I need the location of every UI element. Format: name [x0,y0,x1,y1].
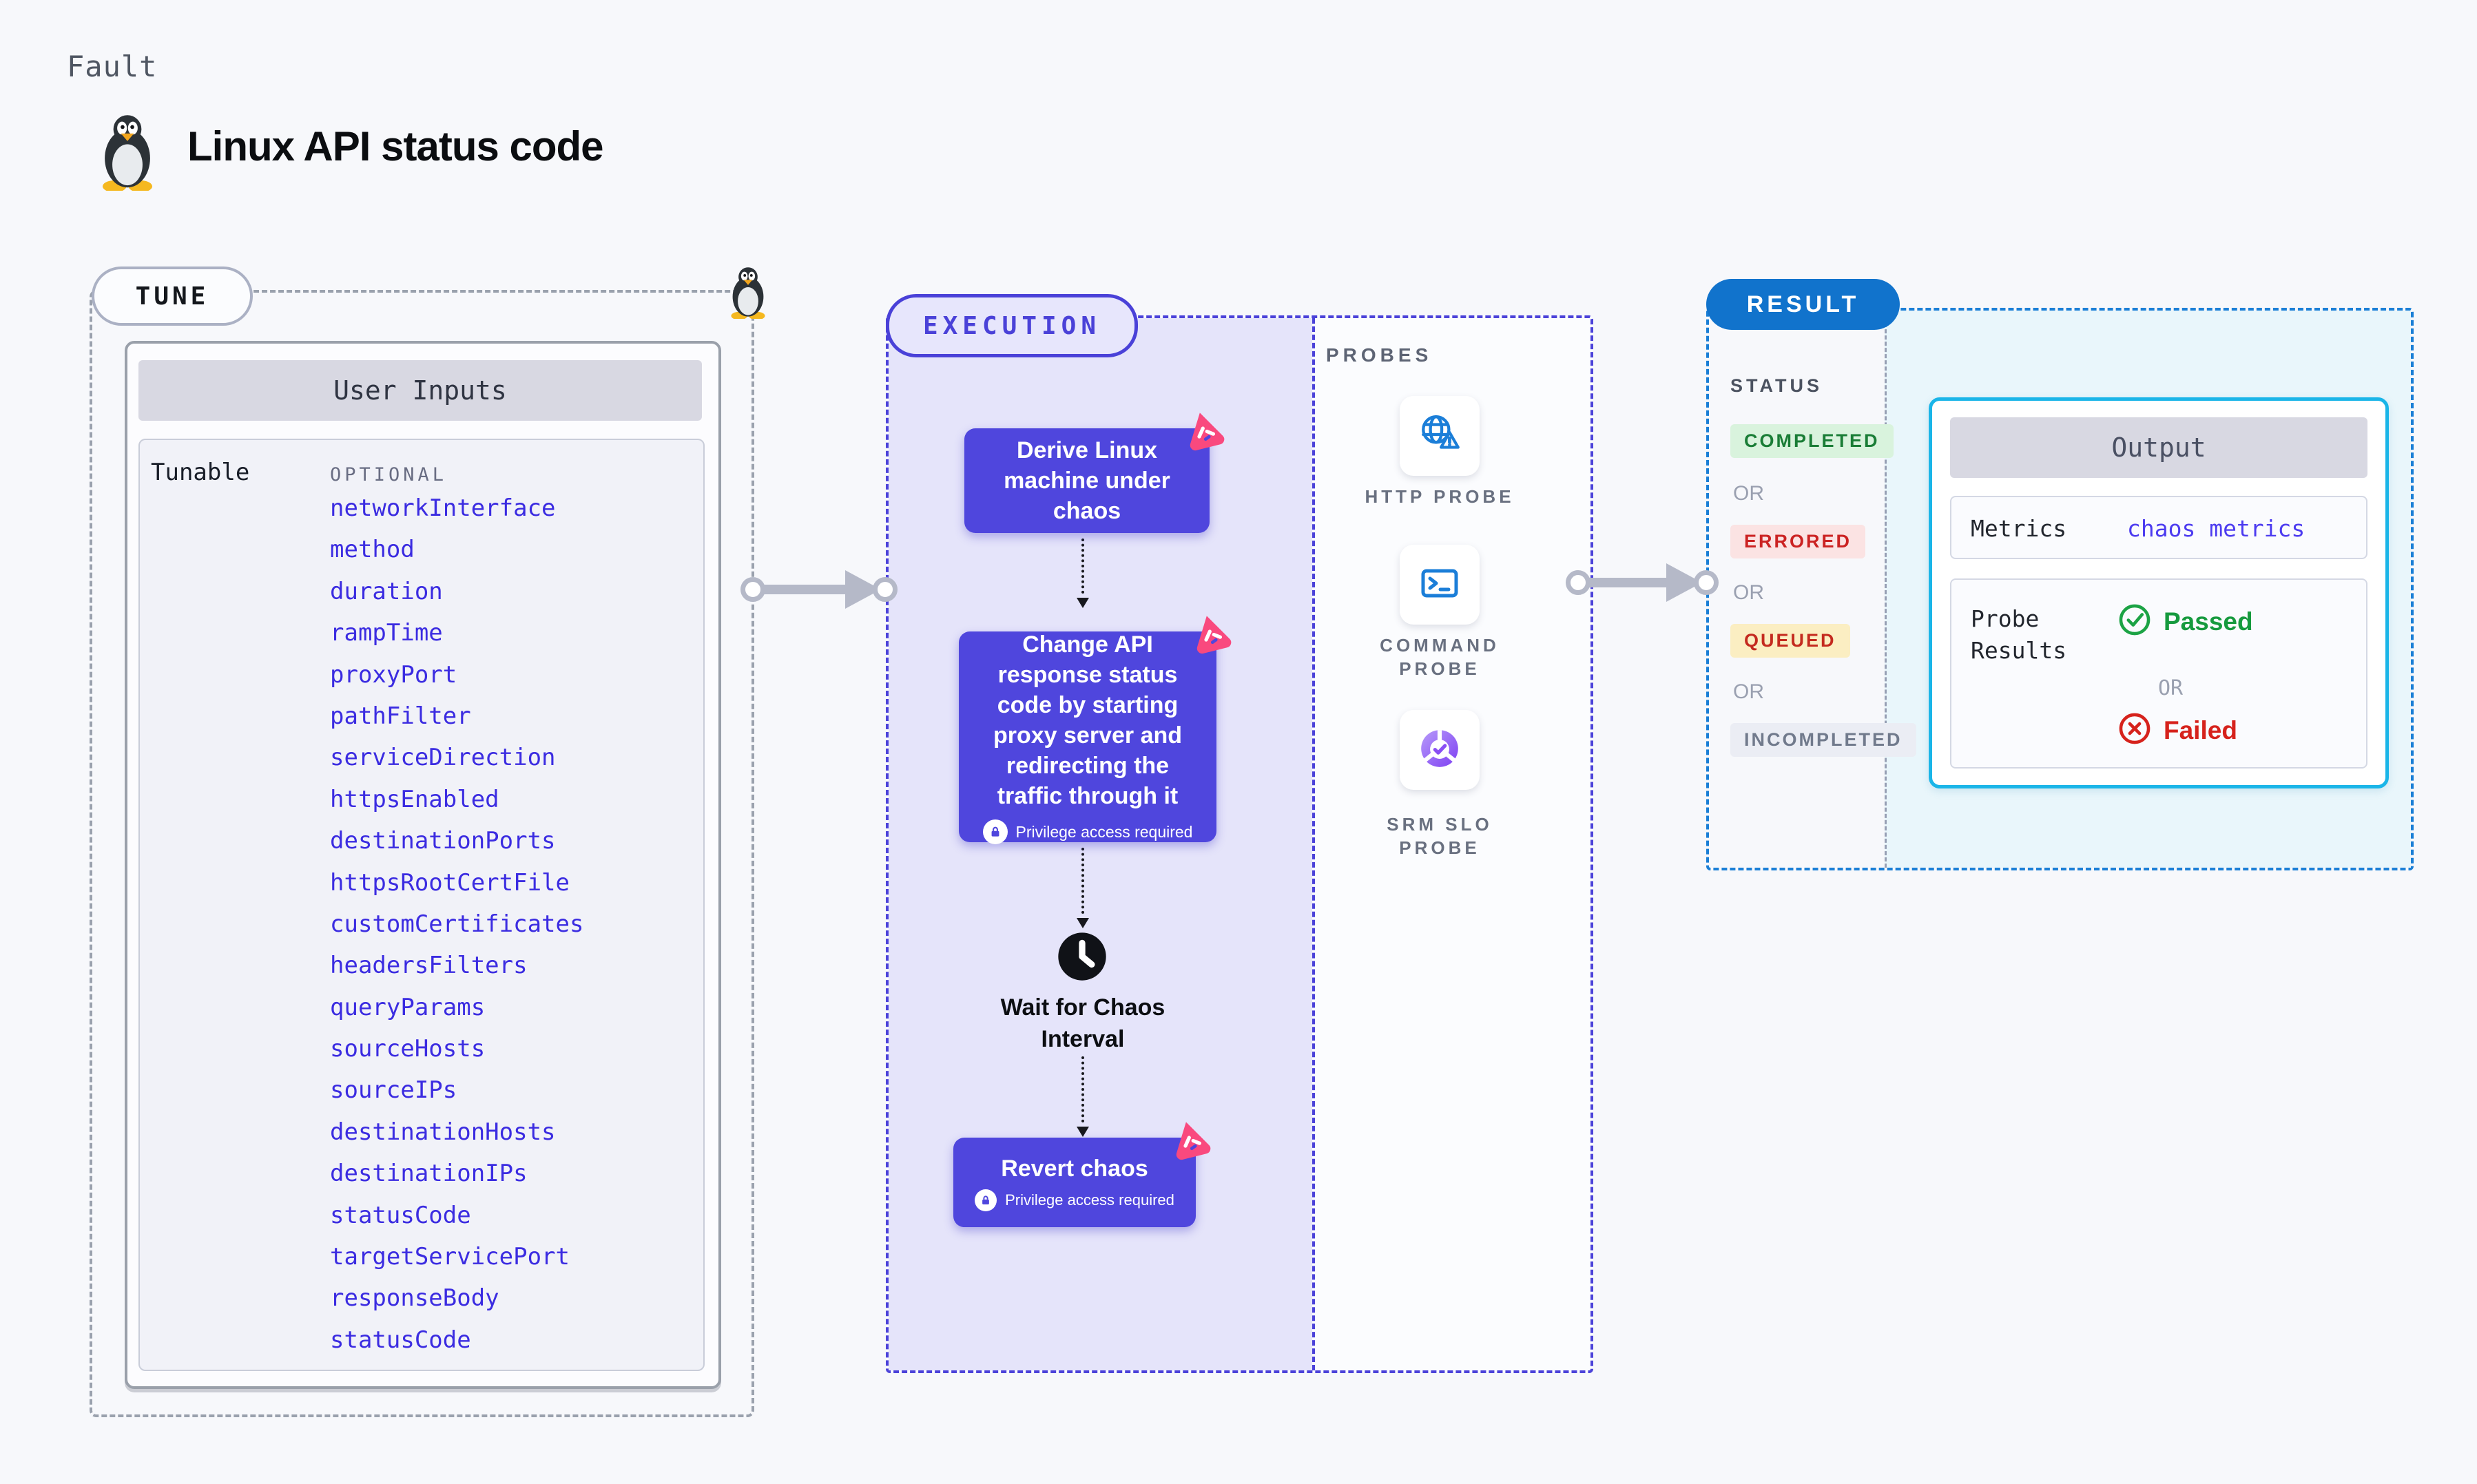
tunable-link[interactable]: responseBody [330,1284,499,1313]
terminal-icon [1418,561,1462,609]
privilege-note: Privilege access required [975,1189,1174,1211]
tunable-link[interactable]: targetServicePort [330,1243,570,1271]
status-heading: STATUS [1730,375,1823,396]
step-label: Revert chaos [1001,1156,1148,1182]
metrics-label: Metrics [1971,515,2067,542]
status-badge-incompleted: INCOMPLETED [1730,723,1916,757]
privilege-label: Privilege access required [1005,1191,1174,1209]
result-pill: RESULT [1706,279,1900,330]
tunable-link[interactable]: method [330,536,415,564]
tunable-link[interactable]: headersFilters [330,952,528,980]
optional-column-label: OPTIONAL [330,464,448,485]
privilege-label: Privilege access required [1015,822,1193,841]
status-badge-completed: COMPLETED [1730,424,1894,458]
step-derive-machine: Derive Linux machine under chaos [964,412,1225,533]
status-output-divider [1885,311,1887,868]
tunable-link[interactable]: destinationHosts [330,1118,556,1146]
privilege-note: Privilege access required [982,819,1193,844]
page-title: Linux API status code [187,123,604,169]
tunable-link[interactable]: statusCode [330,1326,471,1354]
tunable-link[interactable]: pathFilter [330,702,471,730]
step-change-status-code: Change API response status code by start… [959,616,1232,844]
globe-alert-icon [1417,412,1462,461]
fault-kind-label: Fault [67,50,158,83]
linux-penguin-icon-small [726,266,770,322]
tunable-link[interactable]: sourceIPs [330,1076,457,1105]
tunable-link[interactable]: statusCode [330,1201,471,1229]
chaos-logo-icon [1179,405,1230,455]
passed-label: Passed [2164,607,2253,636]
tunable-link[interactable]: httpsRootCertFile [330,868,570,897]
metrics-row: Metrics chaos metrics [1950,496,2367,559]
tunable-link[interactable]: rampTime [330,619,443,647]
tune-pill: TUNE [92,267,253,326]
wait-for-chaos-label: Wait for Chaos Interval [1000,994,1165,1052]
http-probe-label: HTTP PROBE [1365,486,1515,507]
tunable-link[interactable]: destinationPorts [330,827,556,855]
tunable-link[interactable]: sourceHosts [330,1035,486,1063]
tunable-link[interactable]: destinationIPs [330,1160,528,1188]
linux-penguin-icon [95,113,160,194]
flow-arrowhead [1077,1127,1089,1137]
output-title: Output [1950,417,2367,478]
chaos-logo-icon [1165,1114,1216,1164]
failed-label: Failed [2164,715,2237,744]
status-badge-errored: ERRORED [1730,525,1866,558]
tune-to-execution-arrow [740,570,898,609]
check-circle-icon [2117,602,2153,641]
user-inputs-title: User Inputs [138,360,702,421]
flow-connector [1081,848,1084,914]
tunable-row-label: Tunable [151,459,250,486]
flow-arrowhead [1077,598,1089,608]
tunable-link[interactable]: httpsEnabled [330,785,499,813]
tunable-link[interactable]: proxyPort [330,660,457,689]
flow-connector [1081,1056,1084,1122]
or-separator: OR [2158,676,2184,700]
step-label: Derive Linux machine under chaos [1004,437,1170,524]
probe-results-label: Probe Results [1971,605,2067,664]
tunables-box [138,439,705,1371]
or-separator: OR [1733,680,1764,703]
lock-icon [975,1189,997,1211]
tunables-list: networkInterface method duration rampTim… [330,488,702,1361]
command-probe-label: COMMAND PROBE [1380,635,1500,679]
tunable-link[interactable]: serviceDirection [330,744,556,772]
probe-results-row: Probe Results Passed OR [1950,578,2367,769]
chaos-metrics-link[interactable]: chaos metrics [2127,515,2305,542]
tunable-link[interactable]: customCertificates [330,910,584,938]
command-probe-card[interactable] [1400,545,1480,625]
probe-failed-indicator: Failed [2117,711,2237,750]
x-circle-icon [2117,711,2153,750]
flow-connector [1081,539,1084,594]
srm-slo-probe-card[interactable] [1400,710,1480,790]
flow-arrowhead [1077,918,1089,928]
clock-icon [1057,931,1108,982]
tune-section-outline [90,290,754,1417]
chaos-logo-icon [1186,608,1236,658]
execution-to-result-arrow [1566,563,1719,602]
step-label: Change API response status code by start… [993,631,1183,809]
http-probe-card[interactable] [1400,396,1480,476]
probes-heading: PROBES [1326,344,1433,366]
probe-passed-indicator: Passed [2117,602,2253,641]
tunable-link[interactable]: duration [330,577,443,605]
status-badge-queued: QUEUED [1730,624,1850,658]
step-revert-chaos: Revert chaos Privilege access required [953,1122,1211,1227]
or-separator: OR [1733,482,1764,505]
tunable-link[interactable]: queryParams [330,993,486,1021]
probes-divider-line [1312,318,1315,1370]
lock-icon [982,819,1008,844]
output-card: Output Metrics chaos metrics Probe Resul… [1929,397,2389,788]
tunable-link[interactable]: networkInterface [330,494,556,522]
srm-slo-probe-label: SRM SLO PROBE [1387,814,1493,858]
or-separator: OR [1733,581,1764,604]
execution-pill: EXECUTION [886,294,1138,357]
slo-donut-icon [1417,726,1462,775]
